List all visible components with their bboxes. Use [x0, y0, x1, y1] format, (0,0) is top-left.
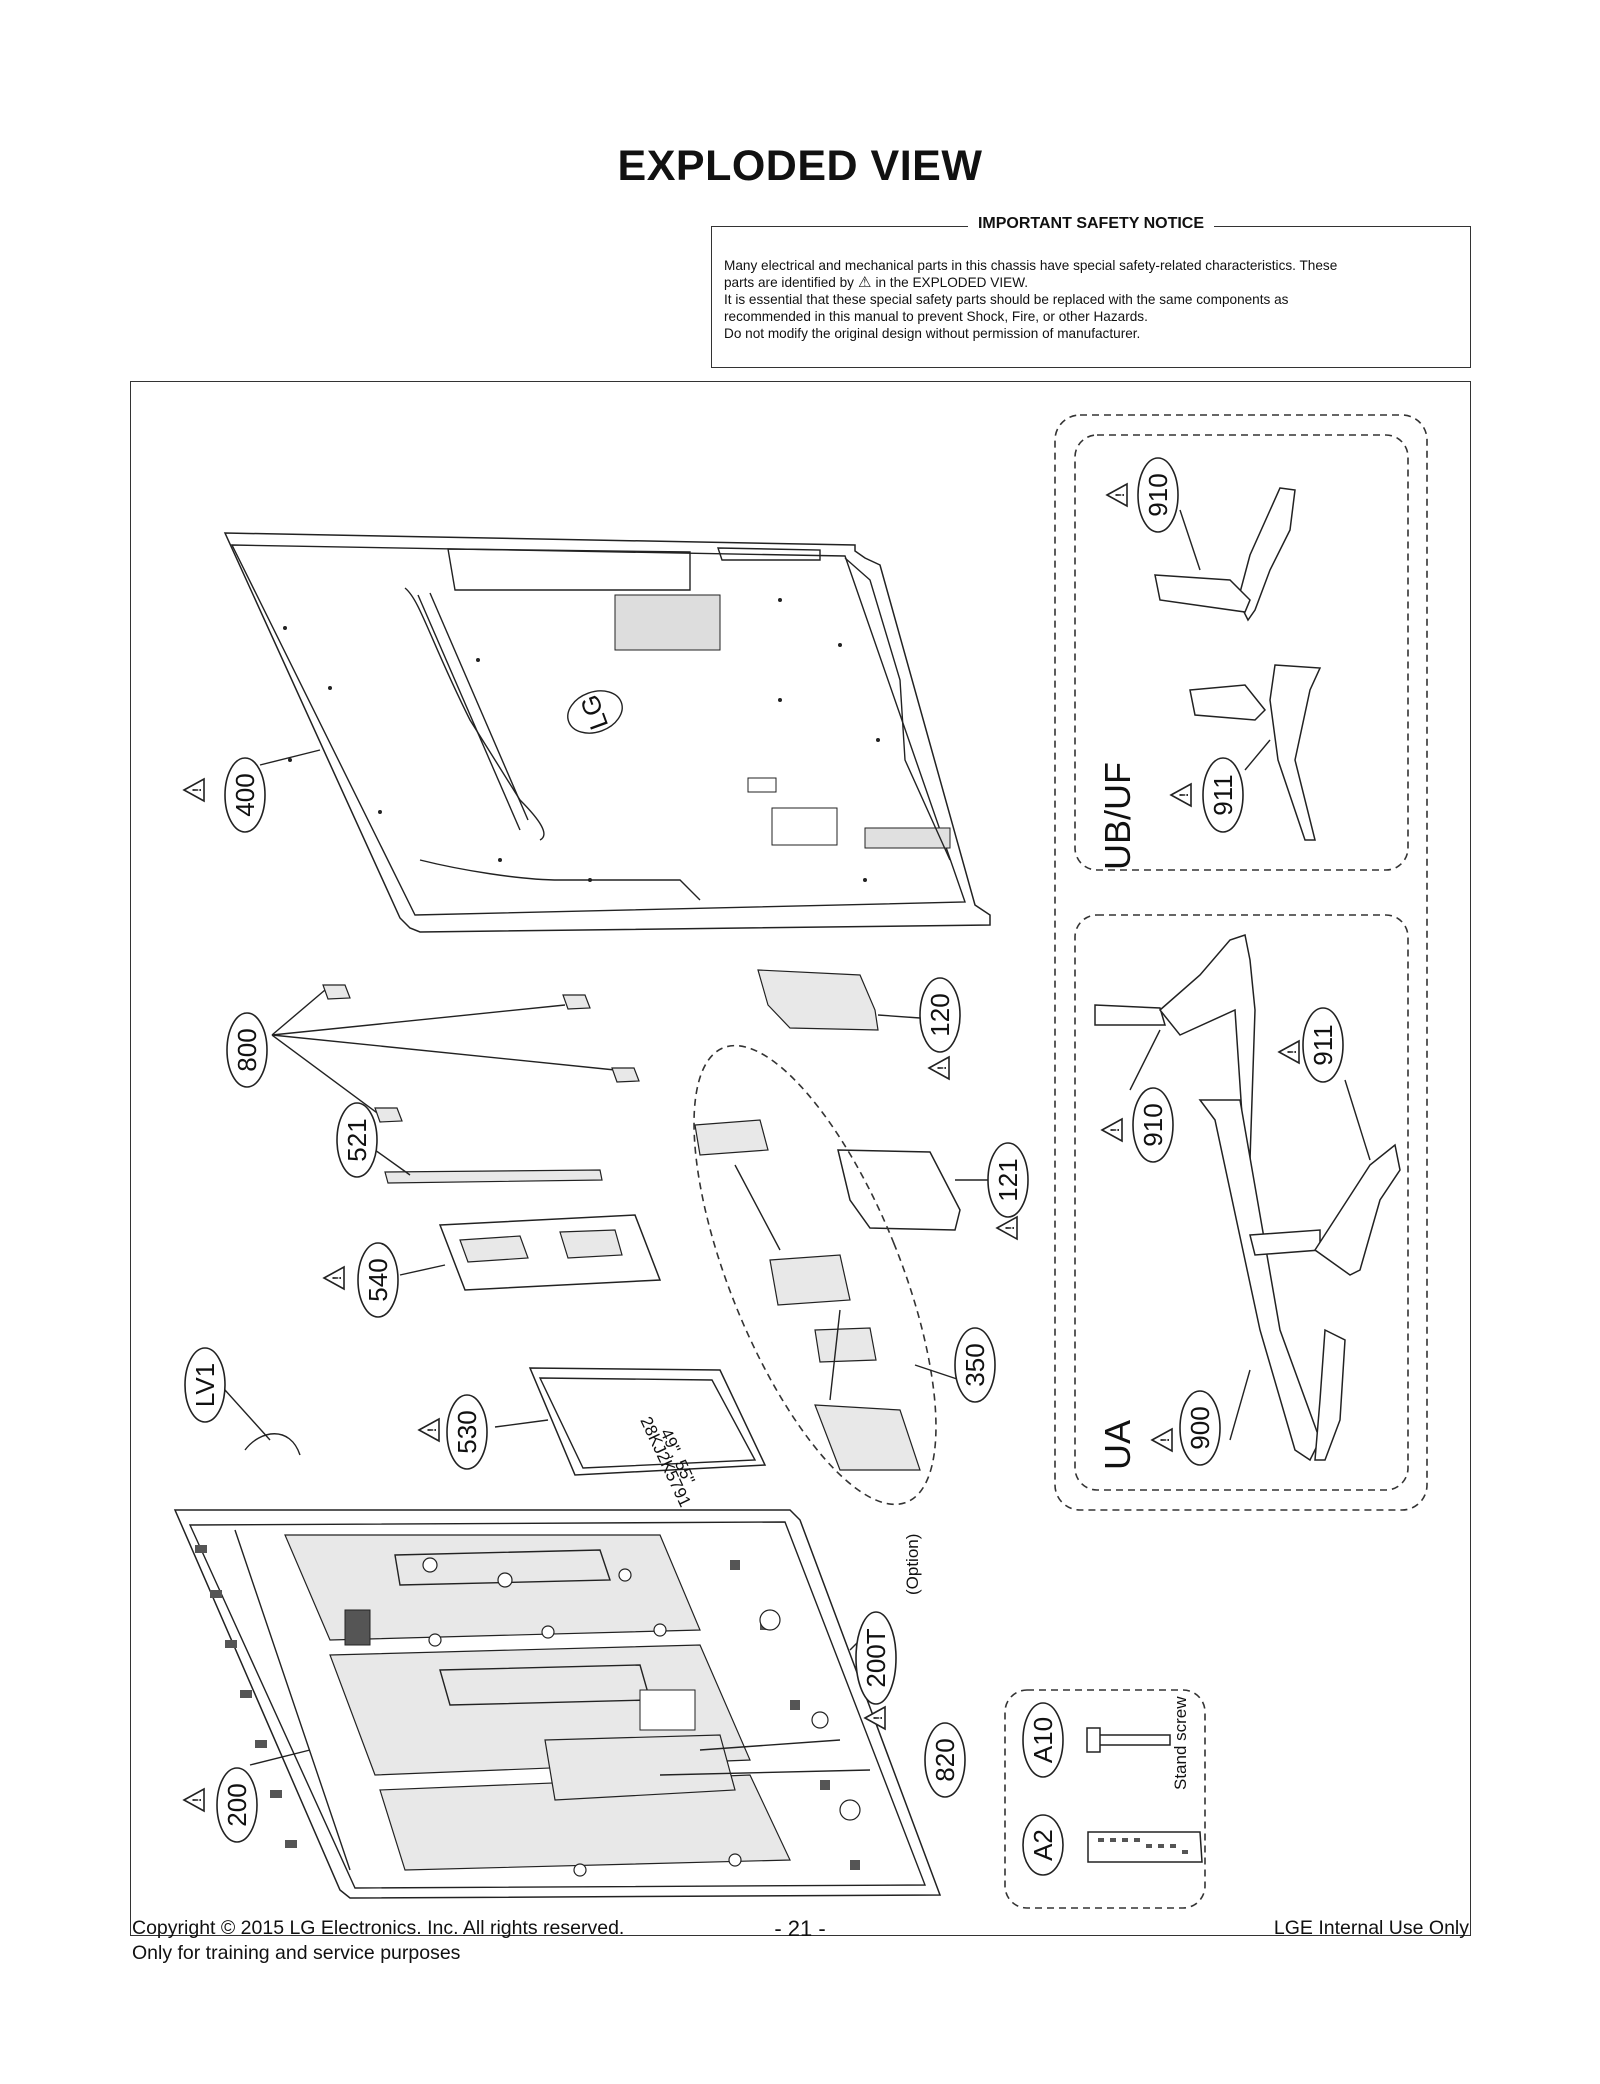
- callout-350-label: 350: [960, 1343, 990, 1386]
- callout-a2-label: A2: [1028, 1829, 1058, 1861]
- callout-910: 910: [1106, 457, 1179, 533]
- callout-910-ua: 910: [1101, 1087, 1174, 1163]
- warning-triangle-icon: [1151, 1428, 1173, 1452]
- callout-900-label: 900: [1185, 1406, 1215, 1449]
- warning-triangle-icon: [1101, 1118, 1123, 1142]
- callout-911-ua: 911: [1278, 1007, 1344, 1083]
- callout-121: 121: [987, 1142, 1029, 1240]
- callout-530: 530: [418, 1394, 488, 1470]
- exploded-view-frame: [130, 381, 1471, 1936]
- option-note: (Option): [903, 1534, 922, 1595]
- ir-bar-part: [374, 1149, 603, 1184]
- safety-notice-line2-pre: parts are identified by: [724, 275, 854, 290]
- callout-400: 400: [183, 757, 266, 833]
- warning-triangle-icon: [928, 1056, 950, 1080]
- safety-notice-line3: It is essential that these special safet…: [724, 292, 1289, 307]
- stand-group-ua: UA: [1074, 914, 1409, 1491]
- callout-200-label: 200: [222, 1783, 252, 1826]
- callout-900: 900: [1151, 1390, 1221, 1466]
- callout-800: 800: [226, 1012, 268, 1088]
- callout-911-label: 911: [1208, 774, 1238, 815]
- speaker-part-120: [757, 969, 921, 1031]
- callout-521: 521: [336, 1102, 378, 1178]
- callout-120: 120: [919, 977, 961, 1080]
- callout-400-label: 400: [230, 773, 260, 816]
- callout-a10-label: A10: [1028, 1717, 1058, 1763]
- callout-910-ua-label: 910: [1138, 1103, 1168, 1146]
- callout-820-label: 820: [930, 1738, 960, 1781]
- main-board-part: [399, 1214, 662, 1291]
- safety-notice-body: Many electrical and mechanical parts in …: [724, 257, 1456, 342]
- callout-540-label: 540: [363, 1258, 393, 1301]
- callout-521-label: 521: [342, 1118, 372, 1161]
- safety-notice-line4: recommended in this manual to prevent Sh…: [724, 309, 1148, 324]
- warning-triangle-icon: [183, 778, 205, 802]
- page-number: - 21 -: [774, 1916, 826, 1941]
- stand-group-ubuf: UB/UF: [1054, 414, 1428, 1511]
- bracket-group-350: [693, 1044, 961, 1506]
- footer-left: Copyright © 2015 LG Electronics. Inc. Al…: [132, 1916, 624, 1966]
- warning-triangle-icon: [996, 1216, 1018, 1240]
- safety-notice-heading: IMPORTANT SAFETY NOTICE: [967, 215, 1215, 232]
- main-frame-part: [173, 1509, 942, 1899]
- callout-200t-label: 200T: [861, 1628, 891, 1687]
- callout-540: 540: [323, 1242, 399, 1318]
- group-label-ubuf: UB/UF: [1097, 762, 1138, 870]
- callout-911-ua-label: 911: [1308, 1024, 1338, 1065]
- page-title: EXPLODED VIEW: [617, 142, 983, 190]
- clips-part: [271, 984, 640, 1123]
- callout-910-label: 910: [1143, 473, 1173, 516]
- callout-530-label: 530: [452, 1410, 482, 1453]
- callout-lv1-label: LV1: [190, 1363, 220, 1407]
- callout-350: 350: [954, 1327, 996, 1403]
- callout-200: 200: [183, 1767, 258, 1843]
- warning-triangle-icon: [1278, 1040, 1300, 1064]
- accessory-box: Stand screw: [1004, 1689, 1206, 1909]
- safety-notice-box: IMPORTANT SAFETY NOTICE Many electrical …: [711, 215, 1471, 368]
- warning-triangle-icon: [418, 1418, 440, 1442]
- stand-screw-label: Stand screw: [1171, 1696, 1190, 1790]
- callout-a2: A2: [1022, 1814, 1064, 1876]
- cable-part: [224, 1389, 301, 1456]
- safety-notice-line5: Do not modify the original design withou…: [724, 326, 1141, 341]
- callout-a10: A10: [1022, 1702, 1064, 1778]
- warning-triangle-icon: [1106, 483, 1128, 507]
- copyright-text: Copyright © 2015 LG Electronics. Inc. Al…: [132, 1917, 625, 1939]
- callout-820: 820: [924, 1722, 966, 1798]
- training-text: Only for training and service purposes: [132, 1942, 461, 1964]
- safety-notice-line1: Many electrical and mechanical parts in …: [724, 258, 1338, 273]
- warning-triangle-icon: [183, 1788, 205, 1812]
- speaker-part-121: [837, 1149, 990, 1231]
- warning-triangle-icon: [1170, 783, 1192, 807]
- callout-911: 911: [1170, 757, 1244, 833]
- callout-200t: 200T: [855, 1611, 897, 1730]
- callout-120-label: 120: [925, 993, 955, 1036]
- internal-use-text: LGE Internal Use Only: [1273, 1917, 1469, 1939]
- callout-lv1: LV1: [184, 1347, 226, 1423]
- callout-800-label: 800: [232, 1028, 262, 1071]
- callout-121-label: 121: [993, 1158, 1023, 1201]
- safety-notice-line2-post: in the EXPLODED VIEW.: [875, 275, 1029, 290]
- warning-triangle-icon: [323, 1266, 345, 1290]
- power-module-part: 28KJ2K5791 49", 55": [494, 1367, 767, 1510]
- group-label-ua: UA: [1097, 1420, 1138, 1470]
- warning-triangle-icon: ⚠: [857, 274, 872, 291]
- back-cover-part: LG: [223, 532, 991, 933]
